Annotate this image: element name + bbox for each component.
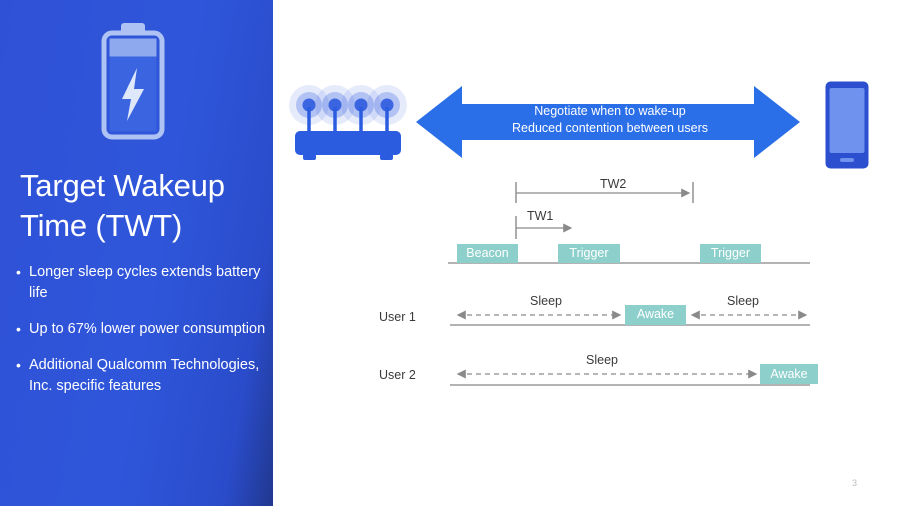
battery-charging-icon xyxy=(101,23,165,140)
trigger-2-label: Trigger xyxy=(710,246,751,260)
tw1-span xyxy=(515,216,573,239)
bullet-dot-icon: • xyxy=(16,321,21,337)
list-item: • Up to 67% lower power consumption xyxy=(16,319,268,340)
tw1-label: TW1 xyxy=(527,209,554,223)
beacon-block xyxy=(457,244,518,263)
user-1-name: User 1 xyxy=(379,310,416,324)
bullet-text: Longer sleep cycles extends battery life xyxy=(29,264,261,301)
list-item: • Additional Qualcomm Technologies, Inc.… xyxy=(16,355,268,397)
double-headed-arrow-icon xyxy=(416,86,800,158)
trigger-1-block xyxy=(558,244,620,263)
smartphone-icon xyxy=(825,81,869,169)
bullet-text: Additional Qualcomm Technologies, Inc. s… xyxy=(29,357,260,394)
wifi-router-icon xyxy=(289,85,407,160)
user1-awake-label: Awake xyxy=(636,307,675,321)
page-title-line-2: Time (TWT) xyxy=(20,208,183,243)
beacon-label: Beacon xyxy=(466,246,509,260)
twt-timing-diagram xyxy=(448,182,818,386)
user1-sleep-1-label: Sleep xyxy=(530,294,562,308)
page-number: 3 xyxy=(852,478,858,488)
trigger-2-block xyxy=(700,244,761,263)
left-title-panel: Target Wakeup Time (TWT) • Longer sleep … xyxy=(0,0,273,506)
user-2-name: User 2 xyxy=(379,368,416,382)
user2-sleep-label: Sleep xyxy=(586,353,618,367)
tw2-label: TW2 xyxy=(600,177,627,191)
user2-awake-block xyxy=(760,364,818,384)
trigger-1-label: Trigger xyxy=(569,246,609,260)
bullet-text: Up to 67% lower power consumption xyxy=(29,321,266,337)
page-title-line-1: Target Wakeup xyxy=(20,168,225,203)
user1-awake-block xyxy=(625,305,686,325)
bullet-dot-icon: • xyxy=(16,264,21,280)
user2-awake-label: Awake xyxy=(770,367,808,381)
user1-sleep-2-label: Sleep xyxy=(727,294,759,308)
page-title: Target Wakeup Time (TWT) xyxy=(20,166,270,246)
list-item: • Longer sleep cycles extends battery li… xyxy=(16,262,268,304)
bullet-dot-icon: • xyxy=(16,357,21,373)
bullet-list: • Longer sleep cycles extends battery li… xyxy=(16,262,268,412)
tw2-span xyxy=(515,182,694,203)
